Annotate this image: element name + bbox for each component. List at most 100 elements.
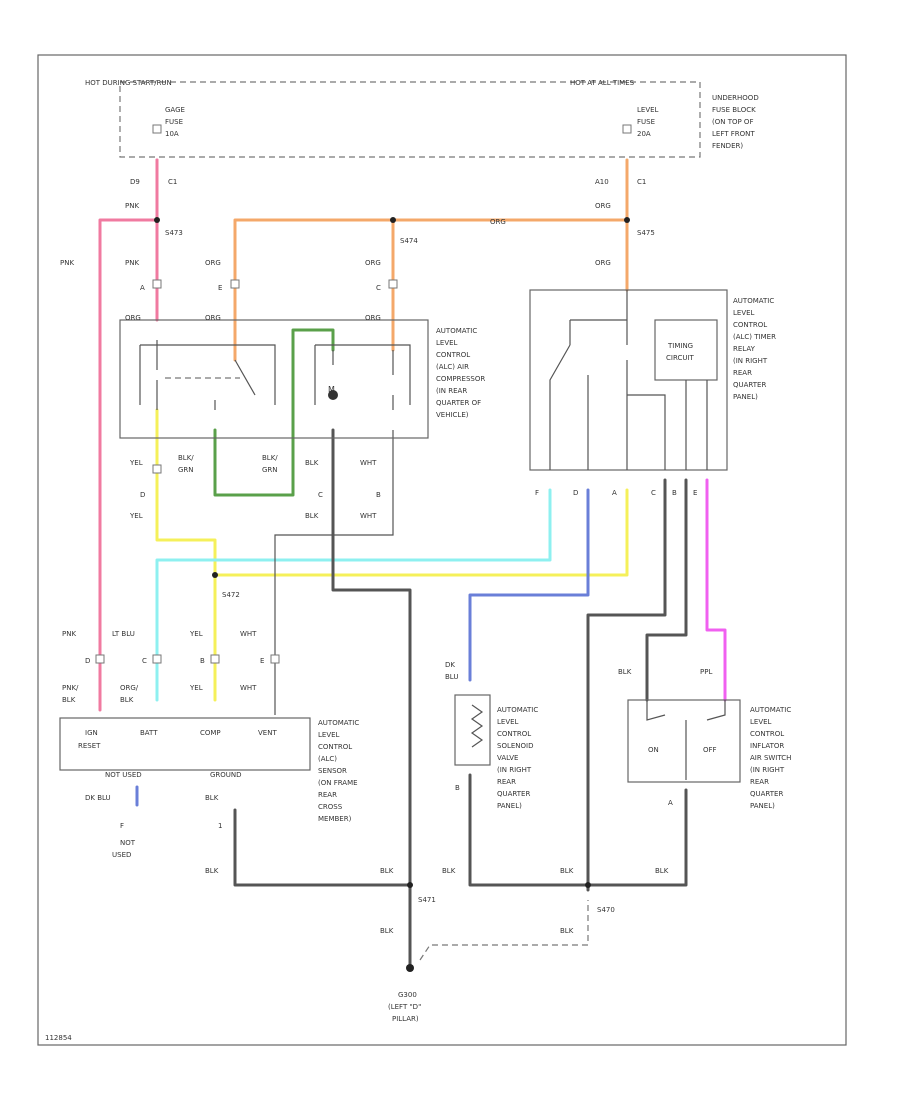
svg-text:CONTROL: CONTROL	[436, 351, 470, 359]
sensor-wire-pnk: PNK	[62, 630, 76, 638]
compressor-inner-left	[139, 344, 411, 405]
relay-switch-left	[156, 340, 256, 410]
svg-text:(IN RIGHT: (IN RIGHT	[497, 766, 532, 774]
pin	[152, 654, 162, 664]
black-wire-timer	[586, 478, 667, 892]
svg-text:(ALC) AIR: (ALC) AIR	[436, 363, 469, 371]
wire-color-org-bus: ORG	[490, 218, 506, 226]
svg-text:RELAY: RELAY	[733, 345, 756, 353]
svg-text:INFLATOR: INFLATOR	[750, 742, 784, 750]
splice-label-s474: S474	[400, 237, 418, 245]
black-wire-timer2	[645, 478, 688, 702]
inflator-off-label: OFF	[703, 746, 717, 754]
wire-color-org-2: ORG	[205, 259, 221, 267]
svg-text:FUSE BLOCK: FUSE BLOCK	[712, 106, 756, 114]
svg-text:ORG/: ORG/	[120, 684, 139, 692]
diagram-frame	[37, 54, 847, 1046]
svg-text:QUARTER: QUARTER	[497, 790, 530, 798]
svg-text:(IN RIGHT: (IN RIGHT	[750, 766, 785, 774]
wire-org-in-3: ORG	[365, 314, 381, 322]
sensor-pin-e: E	[260, 657, 264, 665]
wire-dk-blu-sensor: DK BLU	[85, 794, 111, 802]
timing-circuit-box	[654, 319, 718, 381]
svg-text:AUTOMATIC: AUTOMATIC	[318, 719, 359, 727]
splice-s471	[407, 882, 413, 888]
white-wire	[274, 430, 394, 715]
svg-text:FUSE: FUSE	[637, 118, 655, 126]
svg-text:CIRCUIT: CIRCUIT	[666, 354, 695, 362]
sensor-wire-wht-bot: WHT	[240, 684, 257, 692]
magenta-wire	[705, 478, 727, 702]
motor-switch	[332, 350, 394, 410]
svg-text:USED: USED	[112, 851, 131, 859]
svg-text:REAR: REAR	[733, 369, 752, 377]
sensor-terminal-vent: VENT	[258, 729, 277, 737]
inflator-pin-a: A	[668, 799, 673, 807]
c1-right-connector: C1	[637, 178, 646, 186]
pin-c: C	[376, 284, 381, 292]
sensor-pin-f: F	[120, 822, 124, 830]
sensor-box	[59, 717, 311, 771]
wire-blk-2: BLK	[305, 512, 319, 520]
solenoid-wire-label: DK BLU	[445, 661, 458, 681]
underhood-fuse-block-label: UNDERHOOD FUSE BLOCK (ON TOP OF LEFT FRO…	[712, 94, 759, 150]
wire-org-in-1: ORG	[125, 314, 141, 322]
timer-pin-b: B	[672, 489, 677, 497]
splice-label-s472: S472	[222, 591, 240, 599]
c1-left-connector: C1	[168, 178, 177, 186]
wire-blk-sensor: BLK	[205, 794, 219, 802]
pin	[152, 464, 162, 474]
motor-symbol	[328, 390, 338, 400]
sensor-wire-org-blk: ORG/ BLK	[120, 684, 139, 704]
svg-text:FENDER): FENDER)	[712, 142, 743, 150]
sensor-wire-pnk-blk: PNK/ BLK	[62, 684, 79, 704]
svg-text:BLK: BLK	[120, 696, 134, 704]
ground-g300-label: G300 (LEFT "D" PILLAR)	[388, 991, 421, 1023]
not-used-label: NOT USED	[105, 771, 142, 779]
svg-text:UNDERHOOD: UNDERHOOD	[712, 94, 759, 102]
wire-org-in-2: ORG	[205, 314, 221, 322]
pin-d: D	[140, 491, 145, 499]
svg-text:(IN REAR: (IN REAR	[436, 387, 467, 395]
svg-text:TIMING: TIMING	[667, 342, 693, 350]
ground-wire-blk-3: BLK	[442, 867, 456, 875]
solenoid-label: AUTOMATIC LEVEL CONTROL SOLENOID VALVE (…	[497, 706, 538, 810]
ground-wire-blk-5: BLK	[655, 867, 669, 875]
timer-relay-inner	[549, 290, 708, 470]
ground-g300-dot	[406, 964, 414, 972]
yellow-wire-right	[213, 488, 629, 577]
pin	[270, 654, 280, 664]
sensor-wire-wht: WHT	[240, 630, 257, 638]
svg-text:CROSS: CROSS	[318, 803, 343, 811]
svg-text:(ON FRAME: (ON FRAME	[318, 779, 358, 787]
pin	[210, 654, 220, 664]
wire-wht: WHT	[360, 459, 377, 467]
svg-text:20A: 20A	[637, 130, 651, 138]
svg-text:SENSOR: SENSOR	[318, 767, 347, 775]
sensor-terminal-batt: BATT	[140, 729, 158, 737]
figure-id: 112854	[45, 1034, 72, 1042]
svg-text:QUARTER: QUARTER	[750, 790, 783, 798]
svg-text:GRN: GRN	[262, 466, 278, 474]
splice-label-s471: S471	[418, 896, 436, 904]
wire-blk-grn-2: BLK/ GRN	[262, 454, 278, 474]
sensor-pin-1: 1	[218, 822, 222, 830]
timer-pin-d: D	[573, 489, 578, 497]
pin	[152, 124, 162, 134]
svg-text:VALVE: VALVE	[497, 754, 518, 762]
sensor-terminal-comp: COMP	[200, 729, 221, 737]
splice-label-s475: S475	[637, 229, 655, 237]
svg-text:PANEL): PANEL)	[750, 802, 775, 810]
sensor-pin-c: C	[142, 657, 147, 665]
pin	[152, 279, 162, 289]
pin	[95, 654, 105, 664]
svg-text:AUTOMATIC: AUTOMATIC	[497, 706, 538, 714]
inflator-switch-contacts	[646, 700, 726, 780]
svg-text:G300: G300	[398, 991, 417, 999]
solenoid-pin-b: B	[455, 784, 460, 792]
svg-text:CONTROL: CONTROL	[497, 730, 531, 738]
pin-e: E	[218, 284, 222, 292]
ground-wire-blk-6: BLK	[380, 927, 394, 935]
svg-text:BLK/: BLK/	[178, 454, 194, 462]
ground-term-label: GROUND	[210, 771, 242, 779]
